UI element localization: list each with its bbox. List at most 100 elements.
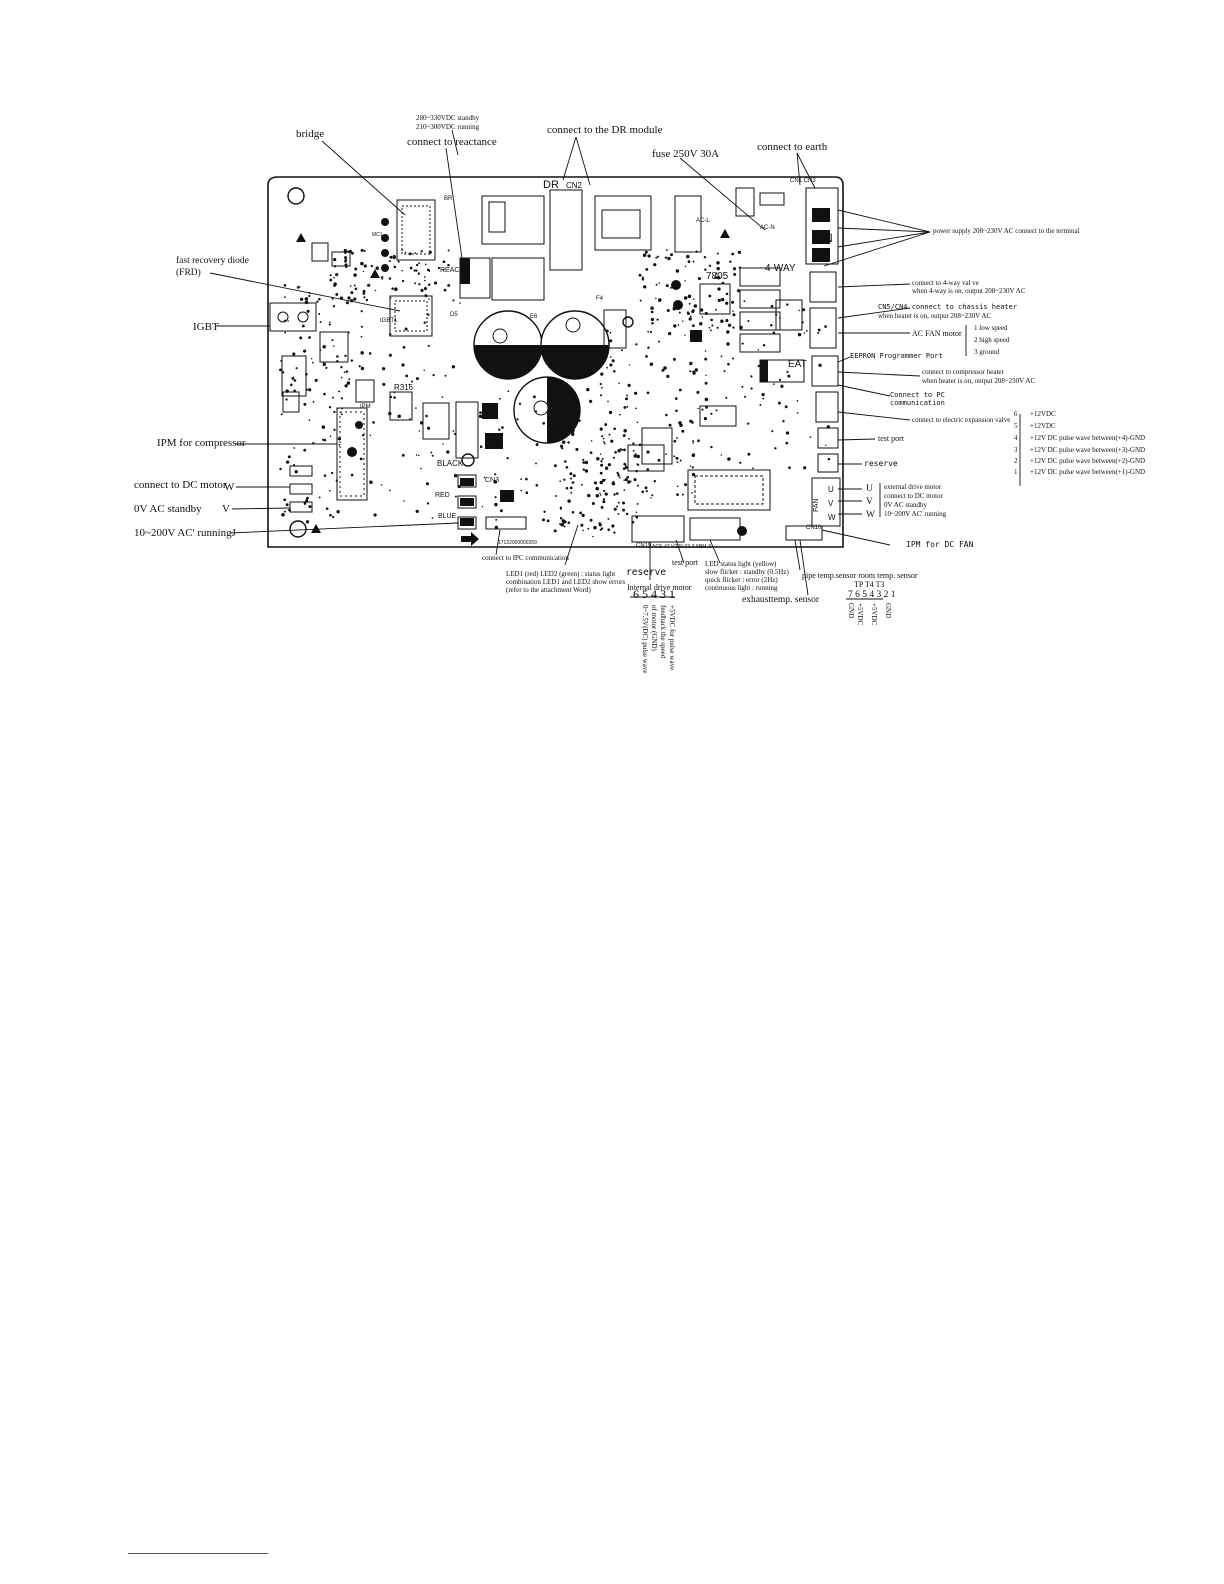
pcb-pad — [368, 352, 372, 355]
pcb-pad — [609, 356, 612, 358]
pcb-pad — [774, 447, 777, 450]
pcb-pad — [634, 453, 637, 456]
pcb-pad — [611, 524, 615, 528]
pcb-pad — [642, 253, 647, 257]
pcb-pad — [825, 444, 827, 446]
pcb-pad — [604, 492, 608, 496]
pcb-pad — [560, 444, 564, 448]
pcb-pad — [557, 423, 559, 426]
pcb-pad — [303, 502, 307, 505]
pcb-pad — [603, 442, 606, 445]
pcb-pad — [408, 383, 411, 386]
pcb-pad — [635, 515, 639, 519]
pcb-pad — [360, 310, 363, 313]
pcb-pad — [428, 250, 432, 254]
pcb-pad — [427, 283, 431, 287]
pcb-pad — [571, 430, 575, 434]
pcb-pad — [305, 520, 310, 524]
pcb-pad — [308, 505, 312, 509]
pcb-pad — [596, 456, 600, 461]
pcb-pad — [388, 411, 392, 416]
mark-cn-earth: CN1 CN3 — [790, 178, 816, 184]
pcb-pad — [601, 435, 604, 438]
pcb-pad — [772, 383, 775, 385]
label-fuse: fuse 250V 30A — [652, 148, 719, 160]
pcb-pad — [441, 396, 444, 398]
pcb-pad — [599, 394, 603, 397]
pcb-pad — [280, 359, 283, 362]
pcb-pad — [787, 374, 791, 378]
pcb-pad — [447, 263, 450, 267]
mark-u: U — [828, 485, 834, 494]
pcb-pad — [414, 252, 417, 254]
pcb-pad — [567, 521, 571, 524]
pcb-pad — [312, 400, 315, 403]
pcb-pad — [588, 399, 593, 404]
mark-red: RED — [435, 492, 450, 499]
pcb-pad — [638, 443, 642, 447]
pcb-pad — [635, 343, 638, 346]
mark-n: N — [824, 231, 833, 245]
pcb-pad — [453, 432, 457, 436]
label-int-v2: feedback the speed — [659, 605, 667, 659]
pcb-pad — [623, 479, 625, 481]
board-markings: DR CN2 R316 IPM BR IGBT1 REAC D5 E6 F4 7… — [360, 178, 836, 550]
pcb-pad — [567, 441, 570, 444]
pcb-pad — [346, 381, 351, 385]
pcb-pad — [335, 273, 339, 277]
pcb-pad — [322, 438, 324, 441]
pcb-pad — [641, 277, 645, 281]
pcb-pad — [587, 493, 591, 498]
pcb-pad — [695, 250, 698, 253]
pcb-pad — [329, 435, 332, 438]
pcb-pad — [628, 437, 630, 440]
pcb-pad — [319, 321, 322, 324]
label-running: 10~200V AC' runningJ — [134, 527, 237, 539]
pcb-pad — [413, 269, 416, 272]
pcb-pad — [650, 310, 654, 314]
label-led-1: LED1 (red) LED2 (green) : status light — [506, 570, 615, 578]
pcb-pad — [727, 323, 732, 327]
pcb-pad — [362, 289, 366, 293]
pcb-pad — [655, 297, 657, 300]
mark-v: V — [828, 499, 834, 508]
pcb-pad — [401, 249, 403, 251]
pcb-pad — [725, 396, 728, 399]
pcb-pad — [345, 370, 349, 373]
pcb-pad — [649, 330, 653, 334]
pcb-pad — [305, 373, 308, 376]
pcb-pad — [535, 483, 539, 487]
pcb-pad — [593, 481, 597, 485]
pcb-pad — [704, 397, 709, 402]
pcb-pad — [778, 378, 782, 382]
pcb-pad — [750, 375, 753, 378]
pcb-pad — [360, 261, 364, 266]
pcb-pad — [595, 486, 599, 491]
pcb-pad — [283, 510, 286, 513]
pcb-pad — [647, 330, 650, 333]
pcb-pad — [589, 518, 593, 522]
mark-eat: EAT — [788, 359, 807, 370]
pcb-pad — [785, 431, 790, 435]
pcb-pad — [358, 423, 361, 426]
pcb-pad — [678, 388, 682, 392]
pcb-pad — [687, 260, 691, 263]
pcb-pad — [542, 518, 545, 522]
pcb-pad — [726, 342, 730, 346]
pcb-pad — [323, 474, 327, 477]
pcb-pad — [612, 456, 616, 459]
pcb-pad — [559, 480, 562, 483]
label-pin-num-6: 6 — [1014, 410, 1018, 418]
mark-ac-n: AC-N — [760, 225, 775, 231]
pcb-pad — [607, 528, 610, 531]
pcb-pad — [732, 267, 737, 271]
pcb-pad — [483, 476, 486, 479]
pcb-pad — [629, 480, 632, 483]
pcb-pad — [675, 397, 678, 400]
pcb-pad — [691, 421, 694, 424]
pcb-pad — [721, 281, 725, 285]
pcb-pad — [292, 376, 295, 379]
pcb-pad — [328, 323, 331, 326]
pcb-pad — [494, 525, 499, 530]
mark-s: S — [814, 251, 822, 265]
